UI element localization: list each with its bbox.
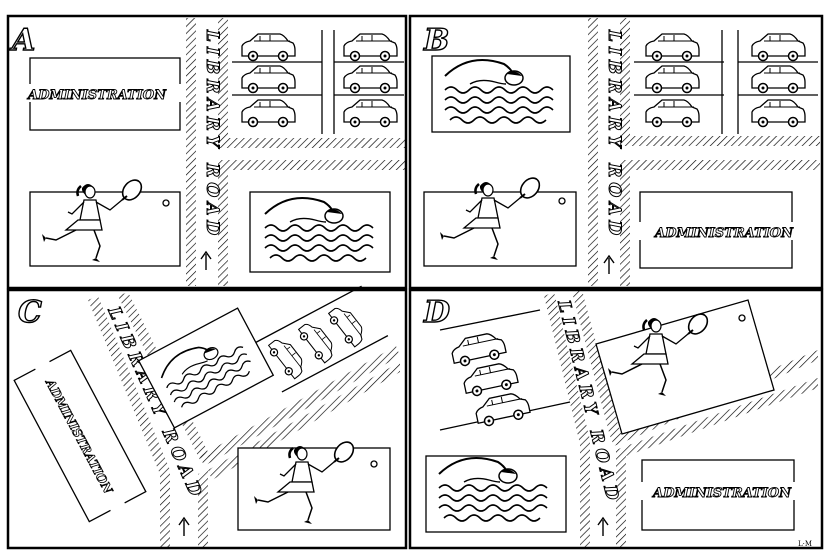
car-park bbox=[439, 309, 571, 431]
panel-a: A LIBRARY ROAD ADMINISTRATION bbox=[6, 14, 408, 290]
panel-d: D LIBRARY ROAD ADMINISTRATION L·M bbox=[408, 288, 824, 550]
swimming-pool bbox=[137, 307, 275, 429]
swimming-pool bbox=[431, 55, 571, 133]
tennis-court bbox=[423, 191, 577, 267]
swimming-pool bbox=[425, 455, 567, 533]
tennis-court bbox=[29, 191, 181, 267]
admin-label: ADMINISTRATION bbox=[653, 226, 794, 241]
artist-signature: L·M bbox=[798, 540, 812, 548]
road-label: LIBRARY ROAD bbox=[202, 29, 222, 240]
car-park bbox=[255, 285, 389, 393]
panel-letter: A bbox=[9, 23, 35, 58]
road-label: LIBRARY ROAD bbox=[604, 29, 624, 240]
panel-letter: B bbox=[423, 23, 449, 58]
panel-b: B LIBRARY ROAD bbox=[408, 14, 824, 290]
panel-letter: D bbox=[423, 295, 450, 330]
car-park bbox=[634, 30, 818, 134]
swimming-pool bbox=[249, 191, 391, 273]
admin-label: ADMINISTRATION bbox=[26, 88, 167, 103]
car-park bbox=[232, 30, 404, 134]
road-edge bbox=[186, 18, 196, 286]
panel-letter: C bbox=[18, 295, 42, 330]
admin-label: ADMINISTRATION bbox=[651, 486, 792, 501]
panel-c: C LIBRARY ROAD ADMINISTRATION bbox=[6, 285, 408, 550]
